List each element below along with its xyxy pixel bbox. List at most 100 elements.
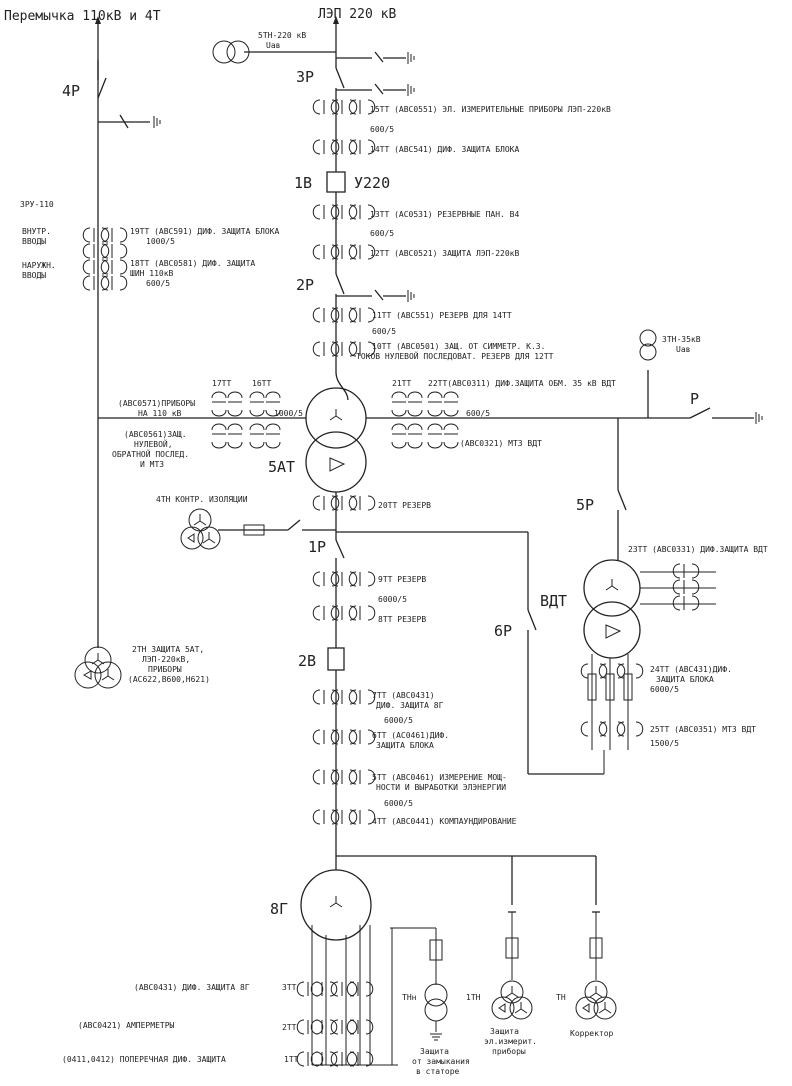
label-abc0411: (0411,0412) ПОПЕРЕЧНАЯ ДИФ. ЗАЩИТА — [62, 1055, 226, 1064]
label-7tt-a: 7ТТ (АВС0431) — [372, 691, 435, 700]
label-21tt: 21ТТ — [392, 379, 411, 388]
label-5tt-b: НОСТИ И ВЫРАБОТКИ ЭЛЭНЕРГИИ — [376, 783, 506, 792]
label-abc0561-d: И МТЗ — [140, 460, 164, 469]
label-4tt: 4ТТ (АВС0441) КОМПАУНДИРОВАНИЕ — [372, 817, 517, 826]
label-5at: 5АТ — [268, 458, 295, 476]
label-13tt-ratio: 600/5 — [370, 229, 394, 238]
label-vvody1: ВВОДЫ — [22, 237, 46, 246]
ct-18tt — [82, 259, 128, 291]
label-2r: 2Р — [296, 276, 314, 294]
label-19tt-ratio: 1000/5 — [146, 237, 175, 246]
label-3tt: 3ТТ — [282, 983, 297, 992]
label-2tn-b: ЛЭП-220кВ, — [142, 655, 190, 664]
label-10tt-b: ТОКОВ НУЛЕВОЙ ПОСЛЕДОВАТ. РЕЗЕРВ ДЛЯ 12Т… — [356, 350, 554, 361]
autotransformer-5at — [98, 329, 763, 532]
label-top-left: Перемычка 110кВ и 4Т — [4, 9, 161, 24]
ct-9tt-8tt — [312, 571, 376, 621]
generator-8g — [296, 855, 617, 1067]
vdt-branch — [580, 418, 716, 774]
ct-19tt — [82, 227, 128, 259]
label-6r: 6Р — [494, 622, 512, 640]
label-1tn: 1ТН — [466, 993, 481, 1002]
label-8tt: 8ТТ РЕЗЕРВ — [378, 615, 426, 624]
label-5tn: 5ТН-220 кВ — [258, 31, 306, 40]
label-2tn-d: (АС622,В600,Н621) — [128, 675, 210, 684]
label-u220: У220 — [354, 174, 390, 192]
label-r: Р — [690, 390, 699, 408]
label-tnn: ТНн — [402, 993, 417, 1002]
label-9tt: 9ТТ РЕЗЕРВ — [378, 575, 426, 584]
label-abc0561-a: (АВС0561)ЗАЩ. — [124, 430, 187, 439]
label-8g: 8Г — [270, 900, 288, 918]
label-vvody2: ВВОДЫ — [22, 271, 46, 280]
label-meas-a: Защита — [490, 1027, 519, 1036]
ct-15tt-14tt — [312, 99, 376, 155]
label-24tt-b: ЗАЩИТА БЛОКА — [656, 675, 714, 684]
label-ratio-6000-c: 6000/5 — [384, 799, 413, 808]
label-2tt: 2ТТ — [282, 1023, 297, 1032]
label-prot-b: от замыкания — [412, 1057, 470, 1066]
ct-11tt-10tt — [312, 307, 376, 357]
ct-7tt-4tt — [312, 689, 376, 825]
label-1b: 1В — [294, 174, 312, 192]
label-abc0571-b: НА 110 кВ — [138, 409, 182, 418]
label-5tn-u: Uав — [266, 41, 280, 50]
ct-17tt-16tt — [211, 391, 281, 449]
label-25tt-ratio: 1500/5 — [650, 739, 679, 748]
label-16tt: 16ТТ — [252, 379, 271, 388]
label-5r: 5Р — [576, 496, 594, 514]
ct-20tt — [312, 495, 376, 511]
tn-5tn-symbol — [212, 40, 250, 64]
label-10tt-a: 10ТТ (АВС0501) ЗАЩ. ОТ СИММЕТР. К.З. — [372, 342, 545, 351]
label-18tt-b: ШИН 110кВ — [130, 269, 174, 278]
line-110kv — [95, 16, 161, 640]
label-4r: 4Р — [62, 82, 80, 100]
label-top-line: ЛЭП 220 кВ — [318, 7, 396, 22]
label-4tn: 4ТН КОНТР. ИЗОЛЯЦИИ — [156, 495, 248, 504]
label-19tt: 19ТТ (АВС591) ДИФ. ЗАЩИТА БЛОКА — [130, 227, 279, 236]
label-meas-c: приборы — [492, 1046, 526, 1056]
label-ratio-6000-b: 6000/5 — [384, 716, 413, 725]
label-vnutr: ВНУТР. — [22, 227, 51, 236]
label-6tt-a: 6ТТ (АС0461)ДИФ. — [372, 731, 449, 740]
label-22tt: 22ТТ(АВС0311) ДИФ.ЗАЩИТА ОБМ. 35 кВ ВДТ — [428, 379, 616, 388]
label-24tt-a: 24ТТ (АВС431)ДИФ. — [650, 665, 732, 674]
label-12tt: 12ТТ (АВС0521) ЗАЩИТА ЛЭП-220кВ — [370, 249, 519, 258]
label-20tt: 20ТТ РЕЗЕРВ — [378, 501, 431, 510]
label-11tt-ratio: 600/5 — [372, 327, 396, 336]
label-korrektor: Корректор — [570, 1029, 614, 1038]
label-narugh: НАРУЖН. — [22, 261, 56, 270]
tn-4tn-branch — [180, 508, 336, 550]
label-zru: ЗРУ-110 — [20, 200, 54, 209]
label-1r: 1Р — [308, 538, 326, 556]
label-24tt-ratio: 6000/5 — [650, 685, 679, 694]
label-13tt: 13ТТ (АС0531) РЕЗЕРВНЫЕ ПАН. В4 — [370, 210, 519, 219]
label-2tn-c: ПРИБОРЫ — [148, 665, 182, 674]
label-11tt: 11ТТ (АВС551) РЕЗЕРВ ДЛЯ 14ТТ — [372, 311, 512, 320]
label-18tt-ratio: 600/5 — [146, 279, 170, 288]
label-tn: ТН — [556, 993, 566, 1002]
label-5tt-a: 5ТТ (АВС0461) ИЗМЕРЕНИЕ МОЩ- — [372, 773, 507, 782]
main-bus-220 — [244, 16, 415, 372]
label-prot-a: Защита — [420, 1047, 449, 1056]
label-3tn-u: Uав — [676, 345, 690, 354]
label-abc0421: (АВС0421) АМПЕРМЕТРЫ — [78, 1021, 175, 1030]
label-6tt-b: ЗАЩИТА БЛОКА — [376, 741, 434, 750]
label-3tn: 3ТН-35кВ — [662, 335, 701, 344]
label-ratio-6000-a: 6000/5 — [378, 595, 407, 604]
label-15tt: 15ТТ (АВС0551) ЭЛ. ИЗМЕРИТЕЛЬНЫЕ ПРИБОРЫ… — [370, 105, 611, 114]
label-meas-b: эл.измерит. — [484, 1037, 537, 1046]
label-ratio-1000: 1000/5 — [274, 409, 303, 418]
label-25tt: 25ТТ (АВС0351) МТЗ ВДТ — [650, 725, 756, 734]
label-3r: 3Р — [296, 68, 314, 86]
label-abc0431: (АВС0431) ДИФ. ЗАЩИТА 8Г — [134, 983, 250, 992]
label-abc0561-c: ОБРАТНОЙ ПОСЛЕД. — [112, 448, 189, 459]
label-14tt: 14ТТ (АВС541) ДИФ. ЗАЩИТА БЛОКА — [370, 145, 519, 154]
label-15tt-ratio: 600/5 — [370, 125, 394, 134]
label-2tn-a: 2ТН ЗАЩИТА 5АТ, — [132, 645, 204, 654]
label-abc0321: (АВС0321) МТЗ ВДТ — [460, 439, 542, 448]
label-18tt-a: 18ТТ (АВС0581) ДИФ. ЗАЩИТА — [130, 259, 255, 268]
label-ratio-600: 600/5 — [466, 409, 490, 418]
